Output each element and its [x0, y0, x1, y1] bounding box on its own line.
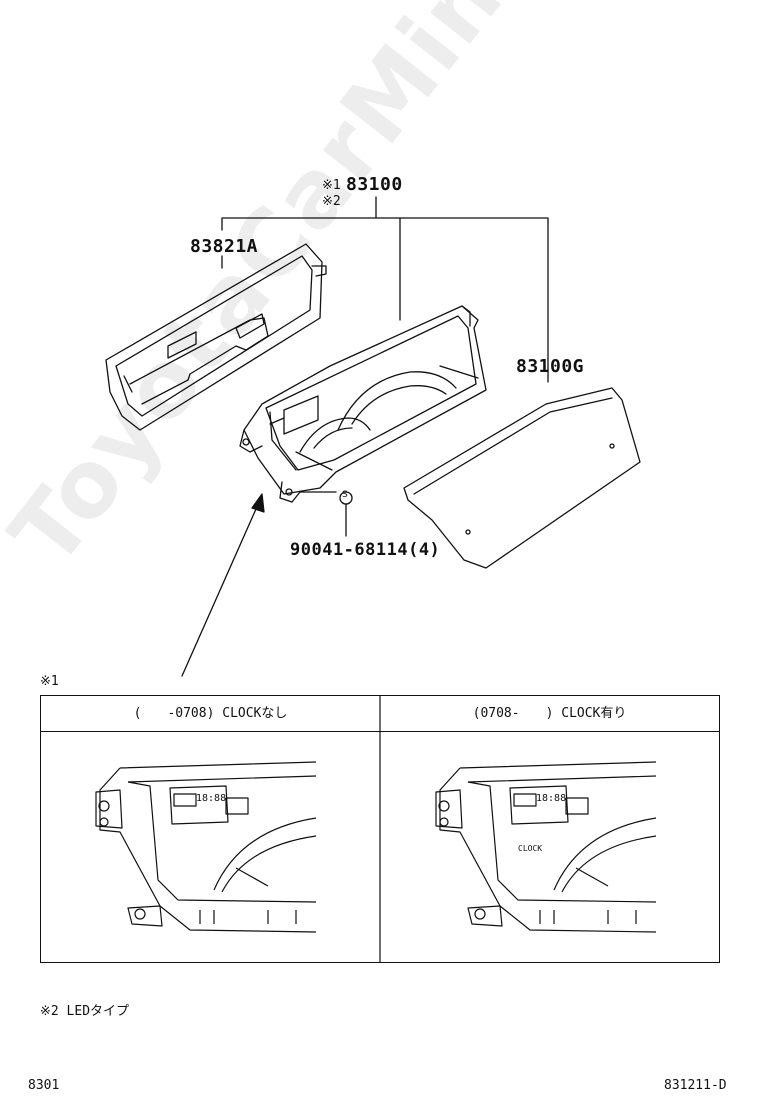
part-label-83100g: 83100G	[516, 356, 585, 377]
footer-left-code: 8301	[28, 1078, 60, 1093]
variants-note: ※1	[40, 674, 59, 689]
main-ref-1: ※1	[322, 178, 341, 193]
part-label-83821a: 83821A	[190, 236, 259, 257]
view-arrow	[181, 499, 261, 677]
part-label-83100: 83100	[346, 174, 403, 195]
left-panel-shape	[105, 243, 327, 431]
detail-right	[435, 761, 657, 933]
footnote: ※2 LEDタイプ	[40, 1004, 130, 1019]
variants-table: ( -0708) CLOCKなし (0708- ) CLOCK有り	[40, 695, 720, 963]
footer-right-code: 831211-D	[664, 1078, 727, 1093]
cluster-shape	[239, 305, 487, 503]
main-ref-2: ※2	[322, 194, 341, 209]
cover-shape	[403, 387, 641, 569]
leader-bracket	[221, 196, 549, 383]
clock-label: CLOCK	[518, 844, 543, 853]
display-label-left: 18:88	[196, 793, 227, 804]
detail-left	[95, 761, 317, 933]
variant-header-with-clock: (0708- ) CLOCK有り	[380, 696, 719, 732]
part-label-screw: 90041-68114(4)	[290, 540, 441, 560]
screw-symbol: S	[342, 490, 348, 500]
display-label-right: 18:88	[536, 793, 567, 804]
variant-header-no-clock: ( -0708) CLOCKなし	[41, 696, 380, 732]
